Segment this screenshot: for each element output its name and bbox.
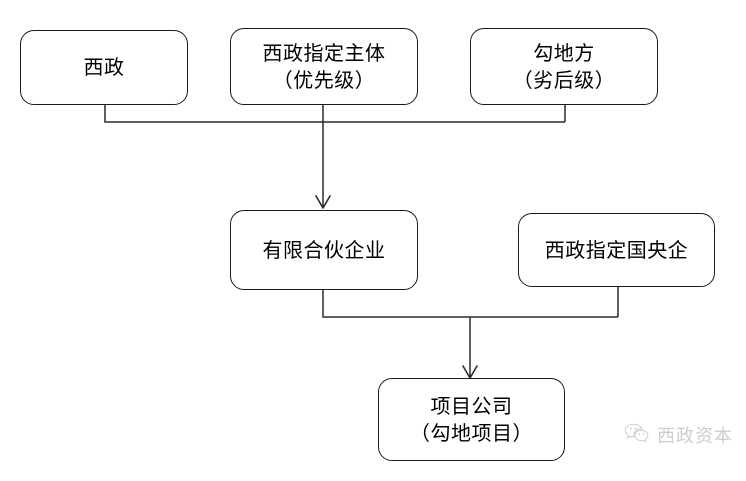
- edge-n1-to-n4: [104, 105, 565, 123]
- node-project-company-sublabel: （勾地项目）: [410, 420, 533, 445]
- node-xizheng[interactable]: 西政: [20, 30, 188, 105]
- node-land-hooking-party[interactable]: 勾地方 （劣后级）: [470, 28, 658, 105]
- node-project-company[interactable]: 项目公司 （勾地项目）: [378, 378, 565, 461]
- node-xizheng-label: 西政: [83, 55, 125, 80]
- node-designated-soe[interactable]: 西政指定国央企: [518, 213, 715, 287]
- node-designated-soe-label: 西政指定国央企: [544, 237, 689, 262]
- node-limited-partnership[interactable]: 有限合伙企业: [230, 210, 418, 290]
- node-land-hooking-party-label: 勾地方: [533, 41, 595, 66]
- arrowhead-to-n4: [315, 195, 331, 209]
- edge-n4-to-n6: [322, 290, 618, 318]
- node-xizheng-designated-entity[interactable]: 西政指定主体 （优先级）: [230, 28, 418, 105]
- watermark: 西政资本: [624, 422, 733, 448]
- node-project-company-label: 项目公司: [430, 394, 513, 419]
- wechat-icon: [624, 423, 650, 447]
- node-xizheng-designated-entity-sublabel: （优先级）: [272, 67, 376, 92]
- node-limited-partnership-label: 有限合伙企业: [262, 237, 386, 262]
- node-land-hooking-party-sublabel: （劣后级）: [512, 67, 616, 92]
- watermark-text: 西政资本: [657, 426, 733, 447]
- node-xizheng-designated-entity-label: 西政指定主体: [262, 41, 386, 66]
